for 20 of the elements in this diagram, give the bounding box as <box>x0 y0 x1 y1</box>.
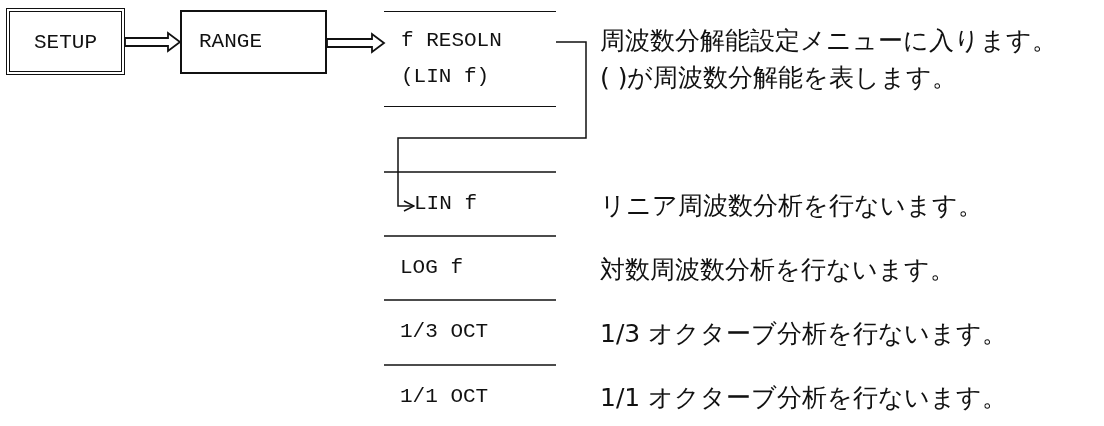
description-text: リニア周波数分析を行ないます。 <box>600 190 983 222</box>
menu-label: LOG f <box>400 256 463 279</box>
menu-key-box <box>6 8 125 75</box>
menu-label: LIN f <box>414 192 477 215</box>
hollow-arrow <box>124 31 182 53</box>
menu-item-box <box>384 11 556 107</box>
menu-label: f RESOLN <box>401 29 502 52</box>
menu-label: RANGE <box>199 30 262 53</box>
description-text: 1/1 オクターブ分析を行ないます。 <box>600 382 1008 414</box>
menu-label: 1/1 OCT <box>400 385 489 408</box>
description-text: 対数周波数分析を行ないます。 <box>600 254 955 286</box>
menu-key-box <box>180 10 327 74</box>
connector-arrow <box>397 41 587 212</box>
description-text: ( )が周波数分解能を表します。 <box>600 62 958 94</box>
hollow-arrow <box>326 32 386 54</box>
menu-label: 1/3 OCT <box>400 320 489 343</box>
description-text: 1/3 オクターブ分析を行ないます。 <box>600 318 1008 350</box>
description-text: 周波数分解能設定メニューに入ります。 <box>600 25 1057 57</box>
setting-value: (LIN f) <box>401 65 490 88</box>
menu-label: SETUP <box>34 31 97 54</box>
